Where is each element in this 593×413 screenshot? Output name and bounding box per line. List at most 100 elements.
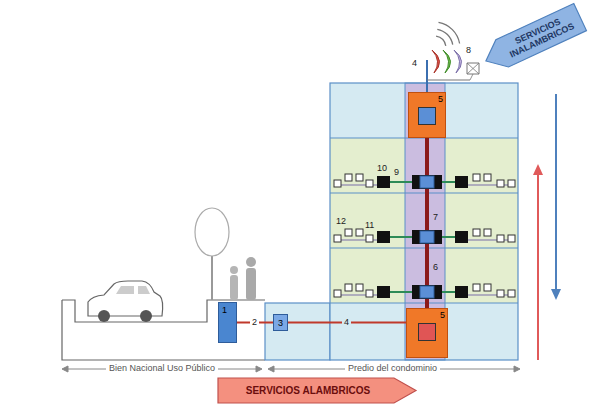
person <box>230 275 238 300</box>
floor-distribution <box>334 229 515 243</box>
floor-box <box>377 231 390 243</box>
distribution-cabinet: 5 <box>406 308 448 358</box>
tree-canopy <box>195 208 229 256</box>
dimension-label: Predio del condominio <box>345 363 440 374</box>
floor-line <box>330 192 518 193</box>
downward-arrow <box>555 94 557 290</box>
module-square <box>418 323 436 341</box>
text-holder: 3 <box>274 315 287 330</box>
node-label: 5 <box>438 94 443 104</box>
node-label: 1 <box>222 305 227 315</box>
person <box>246 257 256 267</box>
callout-number: 6 <box>433 262 438 273</box>
entry-chamber: 1 <box>218 302 237 343</box>
text-holder: SERVICIOS ALAMBRICOS <box>218 378 416 403</box>
outlet <box>508 235 515 242</box>
car-window <box>138 286 150 294</box>
floor-box <box>455 176 468 188</box>
dimension-arrowhead <box>514 366 520 372</box>
floor-junction <box>412 175 442 189</box>
antenna-dish <box>454 50 462 73</box>
outlet <box>356 229 363 236</box>
callout-number: 4 <box>342 317 351 328</box>
horizontal-cable <box>442 236 455 238</box>
dimension-arrowhead <box>62 366 68 372</box>
connector-line <box>425 138 429 308</box>
person <box>230 266 238 274</box>
callout-number: 10 <box>377 163 387 174</box>
riser-cable <box>427 138 428 308</box>
tree-trunk <box>211 256 213 300</box>
horizontal-cable <box>390 236 412 238</box>
building <box>330 83 518 360</box>
unit-cable <box>468 295 512 296</box>
horizontal-cable <box>390 181 412 183</box>
downward-arrowhead <box>551 289 561 300</box>
outlet <box>366 290 373 297</box>
unit-cable <box>468 185 512 186</box>
antenna-mast <box>426 60 428 92</box>
dimension-arrowhead <box>268 366 274 372</box>
callout-number: 12 <box>336 216 346 227</box>
outlet <box>334 235 341 242</box>
floor-node <box>420 176 434 188</box>
module-square <box>418 107 436 125</box>
signal-arc <box>439 22 460 43</box>
horizontal-cable <box>442 181 455 183</box>
node-label: 3 <box>278 318 283 328</box>
outlet <box>366 180 373 187</box>
floor-node <box>420 231 434 243</box>
floor-distribution <box>334 174 515 188</box>
node-label: SERVICIOS ALAMBRICOS <box>246 385 370 396</box>
horizontal-cable <box>442 291 455 293</box>
horizontal-cable <box>390 291 412 293</box>
outlet <box>473 229 480 236</box>
callout-number: 11 <box>365 220 374 231</box>
floor-box <box>455 286 468 298</box>
outlet <box>484 174 491 181</box>
outlet <box>497 235 504 242</box>
outlet <box>334 290 341 297</box>
floor-line <box>330 302 518 303</box>
person <box>246 268 256 300</box>
floor-node <box>420 286 434 298</box>
callout-number: 2 <box>250 317 259 328</box>
callout-number: 8 <box>466 45 471 56</box>
callout-number: 9 <box>394 167 399 178</box>
wireless-signal <box>436 22 460 46</box>
antenna-bracket <box>427 80 470 81</box>
signal-arc <box>436 36 446 46</box>
outlet <box>345 284 352 291</box>
car-wheel <box>98 310 110 322</box>
unit-cable <box>468 240 512 241</box>
upward-arrow <box>537 174 539 360</box>
floor-line <box>330 247 518 248</box>
node-label: SERVICIOS INALAMBRICOS <box>498 9 582 62</box>
wireless-services-arrow: SERVICIOS INALAMBRICOS <box>480 3 587 74</box>
floor-box <box>377 176 390 188</box>
callout-number: 4 <box>412 58 417 69</box>
floor-box <box>377 286 390 298</box>
outlet <box>497 180 504 187</box>
building-outline <box>330 83 518 360</box>
floor-lines <box>330 138 518 303</box>
building-annex <box>265 303 330 360</box>
node-label: 5 <box>440 310 445 320</box>
outlet <box>345 174 352 181</box>
car-wheel <box>140 310 152 322</box>
outlet <box>356 284 363 291</box>
outlet <box>473 174 480 181</box>
upward-arrowhead <box>533 164 543 175</box>
signal-arc <box>437 29 452 44</box>
outlet <box>334 180 341 187</box>
dimension-arrowhead <box>256 366 262 372</box>
floor-junction <box>412 230 442 244</box>
floor-box <box>455 231 468 243</box>
wired-services-arrow: SERVICIOS ALAMBRICOS <box>218 378 416 403</box>
dimension-label: Bien Nacional Uso Público <box>106 363 218 374</box>
floor-distribution <box>334 284 515 298</box>
antenna-dish <box>443 50 451 73</box>
text-holder: SERVICIOS INALAMBRICOS <box>480 3 587 74</box>
antenna-dish <box>432 50 440 73</box>
outlet <box>508 290 515 297</box>
